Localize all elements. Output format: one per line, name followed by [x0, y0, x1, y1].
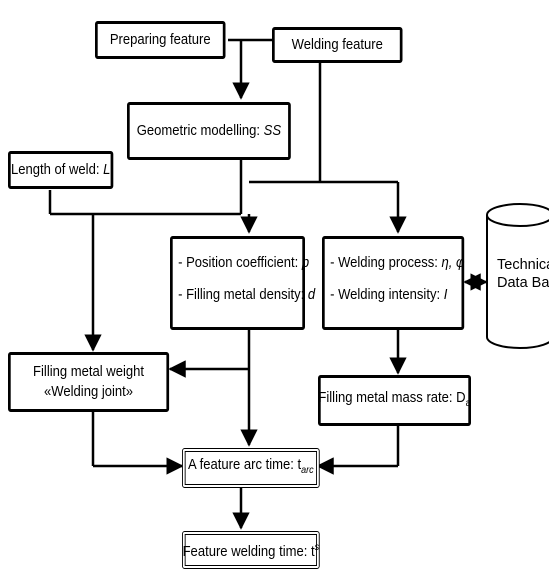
filling-metal-weight-box: Filling metal weight «Welding joint»: [8, 352, 170, 412]
length-of-weld-label: Length of weld: L: [10, 162, 111, 178]
welding-joint-label: «Welding joint»: [44, 384, 134, 400]
filling-metal-mass-rate-box: Filling metal mass rate: Da: [318, 375, 471, 426]
feature-welding-time-label: Feature welding time: ts: [182, 542, 320, 560]
preparing-feature-label: Preparing feature: [109, 32, 211, 48]
preparing-feature-box: Preparing feature: [95, 21, 226, 59]
welding-intensity-label: - Welding intensity: I: [330, 287, 448, 303]
filling-metal-weight-label: Filling metal weight: [33, 364, 145, 380]
position-coefficient-label: - Position coefficient: p: [178, 255, 310, 271]
position-density-box: - Position coefficient: p - Filling meta…: [170, 236, 316, 330]
welding-process-label: - Welding process: η, φ: [330, 255, 465, 271]
welding-feature-box: Welding feature: [272, 27, 403, 63]
welding-feature-label: Welding feature: [291, 37, 383, 53]
process-intensity-box: - Welding process: η, φ - Welding intens…: [322, 236, 465, 330]
database-label: Technical Data Base: [497, 257, 549, 291]
feature-welding-time-box: Feature welding time: ts: [182, 531, 320, 569]
filling-metal-mass-rate-label: Filling metal mass rate: Da: [318, 389, 471, 409]
geometric-modelling-box: Geometric modelling: SS: [127, 102, 291, 160]
geometric-modelling-label: Geometric modelling: SS: [136, 123, 282, 139]
feature-arc-time-label: A feature arc time: tarc: [188, 457, 314, 476]
database-cylinder: [486, 203, 549, 349]
feature-arc-time-box: A feature arc time: tarc: [182, 448, 320, 488]
filling-metal-density-label: - Filling metal density: d: [178, 287, 316, 303]
length-of-weld-box: Length of weld: L: [8, 151, 114, 189]
